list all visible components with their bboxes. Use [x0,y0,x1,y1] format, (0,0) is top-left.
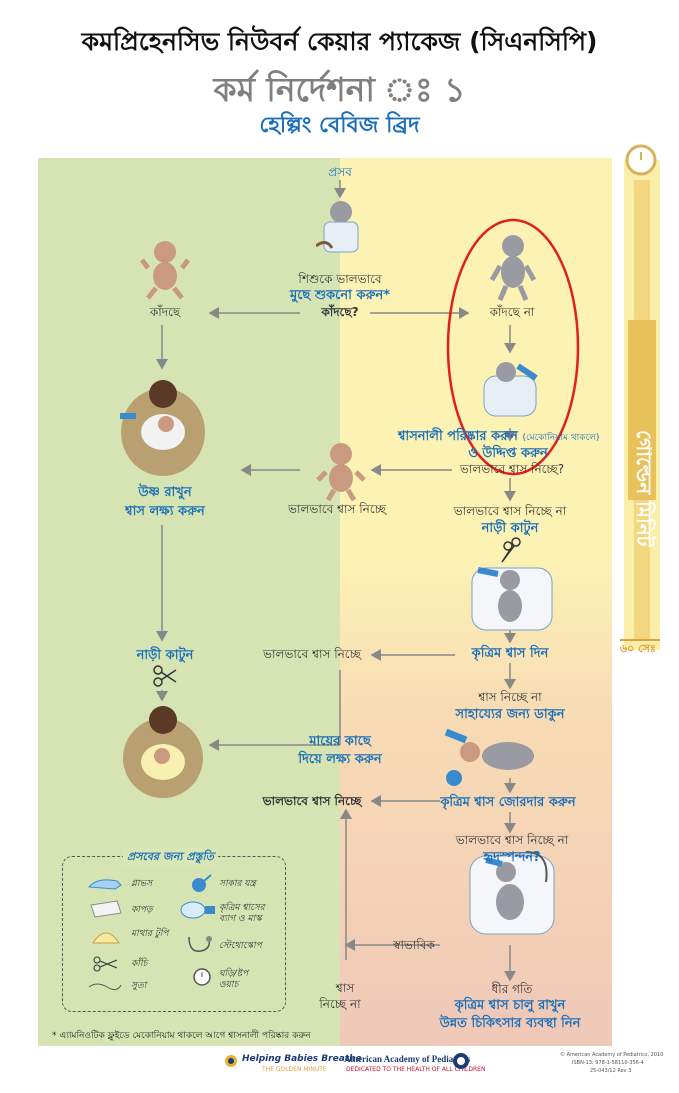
legend-item-bag-mask: কৃত্রিম শ্বাসের ব্যাগ ও মাস্ক [219,903,265,924]
breath-label: শ্বাস [335,981,355,995]
isbn-text: ISBN-13: 978-1-58110-356-4 [572,1060,644,1066]
program-title: হেল্পিং বেবিজ ব্রিদ [259,113,420,138]
cut-cord-label-2: নাড়ী কাটুন [136,648,194,663]
heart-rate-check-illustration [469,851,555,935]
legend-item-stopwatch: ঘড়ি/ষ্টপ ওয়াচ [219,969,249,990]
page-subtitle: কর্ম নির্দেশনা ঃ ১ [213,70,466,109]
with-mother-label-2: দিয়ে লক্ষ্য করুন [298,752,382,767]
gloves-icon [88,879,122,890]
legend-item-cap: মাথার টুপি [131,929,169,939]
ventilate-label: কৃত্রিম শ্বাস দিন [471,646,549,661]
improve-ventilation-label: কৃত্রিম শ্বাস জোরদার করুন [440,795,576,810]
sixty-seconds-label: ৬০ সেঃ [620,642,656,655]
not-breathing-well-label-2: ভালভাবে শ্বাস নিচ্ছে না [455,833,569,847]
stopwatch-legend-icon [193,968,211,986]
aap-tagline: DEDICATED TO THE HEALTH OF ALL CHILDREN [346,1066,486,1073]
continue-ventilation-label: কৃত্রিম শ্বাস চালু রাখুন [454,998,566,1013]
cut-cord-label-1: নাড়ী কাটুন [481,521,539,536]
not-crying-label: কাঁদছে না [489,305,535,319]
page-title: কমপ্রিহেনসিভ নিউবর্ন কেয়ার প্যাকেজ (সিএ… [81,27,598,56]
stimulate-label: ও উদ্দিপ্ত করুন [468,446,548,461]
legend-item-scissors: কাঁচি [131,959,148,969]
clear-airway-label: শ্বাসনালী পরিষ্কার করুন (মেকোনিয়াম থাকল… [398,429,600,444]
green-zone [38,158,340,1046]
breathing-well-label-1: ভালভাবে শ্বাস নিচ্ছে [288,502,386,516]
golden-minute-band [628,320,656,500]
golden-minute-label: গোল্ডেন মিনিট [632,430,656,547]
breathing-baby-illustration [316,443,366,502]
scissors-legend-icon [93,956,118,972]
mother-with-baby-illustration [123,706,203,798]
footer: Helping Babies Breathe THE GOLDEN MINUTE… [0,1048,679,1088]
footnote: * এ্যামনিওটিক ফ্লুইডে মেকোনিয়াম থাকলে আ… [52,1031,311,1041]
copyright-text: © American Academy of Pediatrics, 2010 [560,1052,664,1058]
normal-label: স্বাভাবিক [393,938,435,952]
legend-item-thread: সুতা [131,981,147,991]
birth-label: প্রসব [328,165,352,179]
thread-icon [88,983,122,991]
call-help-label: সাহায্যের জন্য ডাকুন [455,707,565,722]
code-text: 25-043/12 Rev 3 [590,1068,632,1074]
breathing-well-question: ভালভাবে শ্বাস নিচ্ছে? [459,462,565,476]
crying-question: কাঁদছে? [321,305,359,319]
not-breathing-label-2: নিচ্ছে না [319,997,361,1011]
not-breathing-label: শ্বাস নিচ্ছে না [478,690,542,704]
scissors-cord-illustration [501,537,521,563]
crying-label: কাঁদছে [149,305,181,319]
scissors-icon [153,665,177,687]
dry-action-label: মুছে শুকনো করুন* [289,288,391,303]
not-breathing-well-label-1: ভালভাবে শ্বাস নিচ্ছে না [453,504,567,518]
cap-icon [92,932,120,944]
breathing-well-label-3: ভালভাবে শ্বাস নিচ্ছে [262,794,362,808]
aap-name: American Academy of Pediatrics [344,1054,471,1064]
highlight-ellipse [446,218,580,476]
hbb-logo-text: Helping Babies Breathe [242,1054,362,1064]
dry-prefix-label: শিশুকে ভালভাবে [298,272,382,286]
limp-baby-illustration [489,235,537,301]
heart-rate-question: হৃদস্পন্দন? [483,850,541,865]
bag-mask-icon [180,901,215,919]
keep-warm-label: উষ্ণ রাখুন [138,485,192,500]
legend-item-suction: সাকার যন্ত্র [219,879,256,889]
slow-label: ধীর গতি [491,982,533,996]
suction-bulb-icon [192,874,212,892]
baby-drying-illustration [316,201,359,253]
check-breathing-label: শ্বাস লক্ষ্য করুন [125,504,205,519]
improve-ventilation-illustration [444,728,534,786]
advanced-care-label: উন্নত চিকিৎসার ব্যবস্থা নিন [439,1016,581,1031]
stethoscope-icon [188,936,212,952]
cloth-icon [90,900,122,918]
mother-skin-to-skin-illustration [120,380,205,476]
preparation-legend: প্রসবের জন্য প্রস্তুতি গ্লাভস কাপড় মাথা… [62,848,286,1012]
breathing-well-label-2: ভালভাবে শ্বাস নিচ্ছে [263,647,361,661]
ventilation-illustration [471,567,553,631]
legend-item-cloth: কাপড় [131,905,153,915]
legend-title: প্রসবের জন্য প্রস্তুতি [123,848,218,867]
hbb-tagline: THE GOLDEN MINUTE [262,1066,327,1073]
legend-item-stethoscope: স্টেথোস্কোপ [219,941,262,951]
with-mother-label-1: মায়ের কাছে [309,734,371,749]
aap-seal-icon [453,1053,469,1069]
crying-baby-illustration [140,241,190,300]
airway-clearing-illustration [483,362,538,417]
hbb-logo-icon [225,1055,237,1067]
legend-item-gloves: গ্লাভস [131,879,153,889]
